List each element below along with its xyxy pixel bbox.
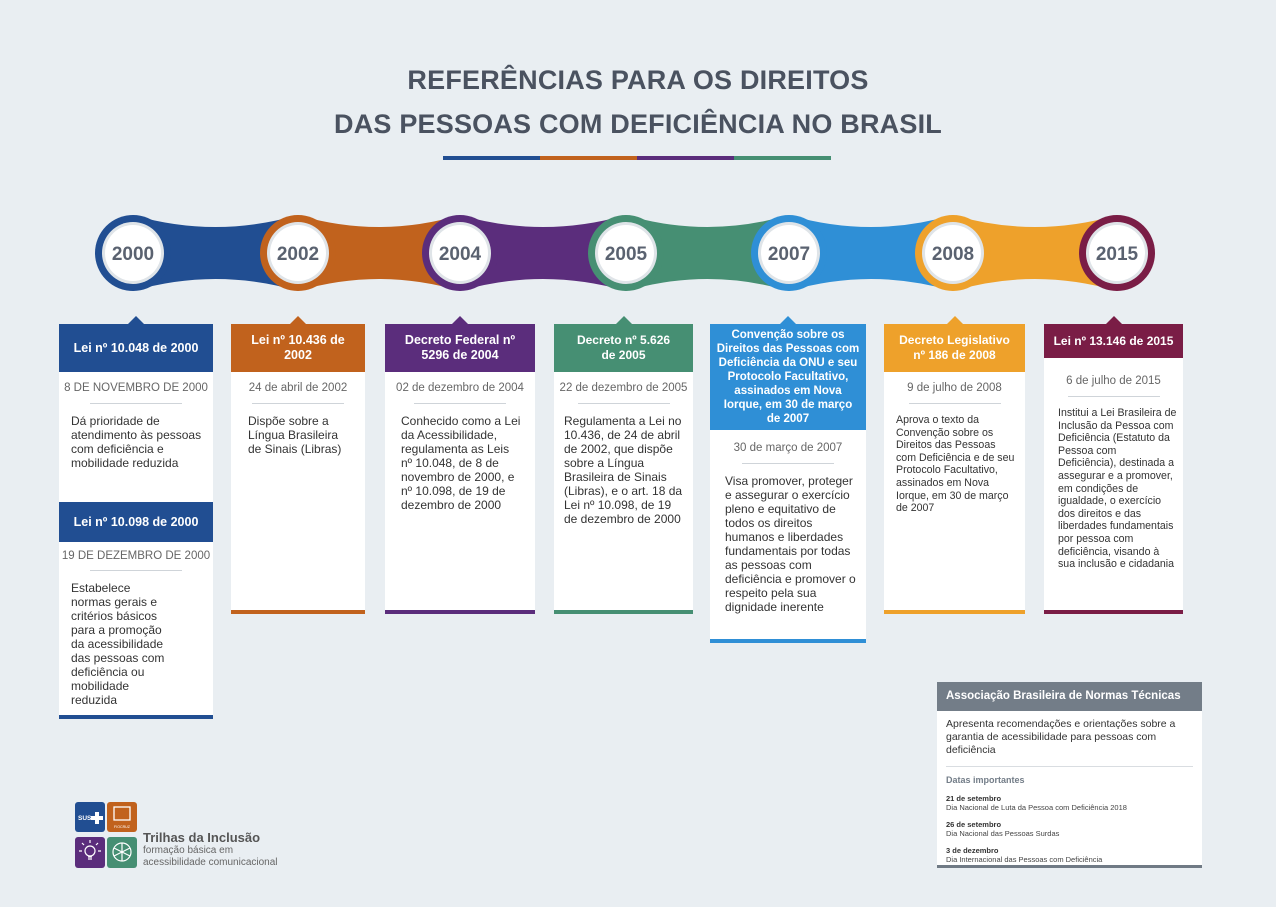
timeline-segment (953, 215, 1117, 291)
timeline-segment (460, 215, 626, 291)
year-label: 2005 (605, 244, 648, 265)
sus-label: SUS (78, 815, 92, 822)
year-circle-inner (270, 225, 326, 281)
lightbulb-icon (79, 840, 101, 860)
year-label: 2004 (439, 244, 482, 265)
year-circle-inner (925, 225, 981, 281)
card-date: 22 de dezembro de 2005 (559, 382, 688, 394)
divider (908, 403, 1001, 404)
year-label: 2002 (277, 244, 319, 265)
rule-purple (637, 156, 734, 160)
card-decreto-legislativo-186: Decreto Legislativo nº 186 de 2008 9 de … (884, 316, 1025, 614)
wheel-icon (112, 842, 132, 862)
year-circle-inner (105, 225, 161, 281)
year-label: 2007 (768, 244, 810, 265)
card-date: 19 de dezembro de 2000 (61, 550, 211, 562)
card-description: Aprova o texto da Convenção sobre os Dir… (896, 414, 1015, 515)
timeline: 2000 2002 2004 2005 2007 2008 2015 (95, 215, 1155, 291)
logo-piece-purple (75, 837, 105, 868)
card-header: Decreto Federal nº 5296 de 2004 (385, 316, 535, 372)
card-date: 9 de julho de 2008 (907, 382, 1002, 394)
important-date-text: Dia Internacional das Pessoas com Defici… (946, 855, 1103, 864)
important-date-item: 3 de dezembro Dia Internacional das Pess… (937, 846, 1202, 864)
card-description: Visa promover, proteger e assegurar o ex… (725, 474, 856, 614)
abnt-box: Associação Brasileira de Normas Técnicas… (937, 682, 1202, 868)
timeline-segment (298, 215, 460, 291)
year-label: 2015 (1096, 244, 1139, 265)
important-date-item: 26 de setembro Dia Nacional das Pessoas … (937, 820, 1202, 838)
card-lei-13146: Lei nº 13.146 de 2015 6 de julho de 2015… (1044, 316, 1183, 614)
title-line-2: DAS PESSOAS COM DEFICIÊNCIA NO BRASIL (334, 109, 942, 139)
card-lei-10048: Lei nº 10.048 de 2000 8 de novembro de 2… (59, 316, 213, 502)
card-description: Conhecido como a Lei da Acessibilidade, … (401, 414, 521, 512)
card-date: 30 de março de 2007 (733, 442, 843, 454)
logo-piece-blue (75, 802, 105, 832)
card-convencao-onu: Convenção sobre os Direitos das Pessoas … (710, 316, 866, 643)
important-date: 26 de setembro (946, 820, 1002, 829)
divider (946, 766, 1193, 767)
card-header: Decreto nº 5.626 de 2005 (554, 316, 693, 372)
card-date: 6 de julho de 2015 (1066, 375, 1161, 387)
year-label: 2000 (112, 244, 154, 265)
divider (414, 403, 506, 404)
card-decreto-5626: Decreto nº 5.626 de 2005 22 de dezembro … (554, 316, 693, 614)
important-date-item: 21 de setembro Dia Nacional de Luta da P… (937, 794, 1202, 812)
title-underline (443, 156, 831, 160)
logo-subtitle-1: formação básica em (143, 845, 234, 856)
important-date: 21 de setembro (946, 794, 1002, 803)
divider (1067, 396, 1160, 397)
logo-subtitle-2: acessibilidade comunicacional (143, 857, 278, 868)
timeline-segment (789, 215, 953, 291)
card-description: Regulamenta a Lei no 10.436, de 24 de ab… (564, 414, 683, 526)
important-dates-label: Datas importantes (946, 775, 1025, 785)
badge-label: FIOCRUZ (114, 825, 131, 829)
year-label: 2008 (932, 244, 974, 265)
card-header: Lei nº 13.146 de 2015 (1044, 316, 1183, 358)
divider (90, 570, 182, 571)
logo-text: Trilhas da Inclusão formação básica em a… (143, 830, 278, 869)
divider (252, 403, 344, 404)
rule-blue (443, 156, 540, 160)
card-description: Dispõe sobre a Língua Brasileira de Sina… (248, 414, 342, 456)
important-date: 3 de dezembro (946, 846, 999, 855)
card-lei-10436: Lei nº 10.436 de 2002 24 de abril de 200… (231, 316, 365, 614)
divider (742, 463, 834, 464)
card-header: Lei nº 10.048 de 2000 (59, 316, 213, 372)
timeline-segment (133, 215, 298, 291)
trilhas-logo: SUS FIOCRUZ (75, 802, 137, 868)
year-circle-inner (1089, 225, 1145, 281)
year-circle-inner (432, 225, 488, 281)
card-date: 8 de novembro de 2000 (64, 382, 208, 394)
card-description: Dá prioridade de atendimento às pessoas … (71, 414, 202, 470)
title-line-1: REFERÊNCIAS PARA OS DIREITOS (407, 65, 869, 95)
badge-icon (113, 806, 131, 821)
page-title: REFERÊNCIAS PARA OS DIREITOS DAS PESSOAS… (0, 58, 1276, 146)
plus-icon (91, 812, 103, 824)
card-date: 24 de abril de 2002 (248, 382, 348, 394)
card-description: Institui a Lei Brasileira de Inclusão da… (1058, 407, 1177, 571)
year-circle-inner (598, 225, 654, 281)
logo-name: Trilhas da Inclusão (143, 830, 261, 845)
card-header: Lei nº 10.098 de 2000 (59, 502, 213, 542)
abnt-description: Apresenta recomendações e orientações so… (946, 718, 1176, 756)
card-header: Convenção sobre os Direitos das Pessoas … (710, 316, 866, 430)
abnt-header: Associação Brasileira de Normas Técnicas… (937, 682, 1202, 731)
divider (90, 403, 182, 404)
divider (577, 403, 670, 404)
rule-green (734, 156, 831, 160)
card-lei-10098: Lei nº 10.098 de 2000 19 de dezembro de … (59, 502, 213, 719)
card-header: Lei nº 10.436 de 2002 (231, 316, 365, 372)
important-date-text: Dia Nacional de Luta da Pessoa com Defic… (946, 803, 1127, 812)
card-date: 02 de dezembro de 2004 (396, 382, 524, 394)
card-description: Estabelece normas gerais e critérios bás… (71, 581, 165, 707)
important-date-text: Dia Nacional das Pessoas Surdas (946, 829, 1060, 838)
year-circle-inner (761, 225, 817, 281)
rule-orange (540, 156, 637, 160)
timeline-segment (626, 215, 789, 291)
card-decreto-5296: Decreto Federal nº 5296 de 2004 02 de de… (385, 316, 535, 614)
card-header: Decreto Legislativo nº 186 de 2008 (884, 316, 1025, 372)
